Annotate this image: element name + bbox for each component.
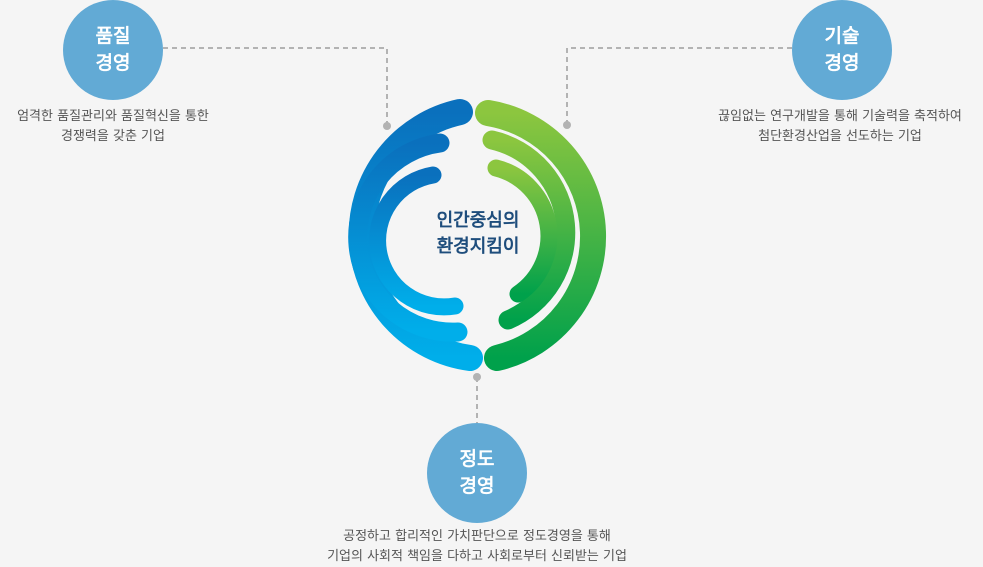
center-line2: 환경지킴이: [436, 236, 520, 257]
desc-line: 첨단환경산업을 선도하는 기업: [758, 129, 922, 144]
center-line1: 인간중심의: [436, 210, 520, 231]
quality-desc: 엄격한 품질관리와 품질혁신을 통한 경쟁력을 갖춘 기업: [0, 107, 226, 147]
technology-desc: 끊임없는 연구개발을 통해 기술력을 축적하여 첨단환경산업을 선도하는 기업: [690, 107, 983, 147]
desc-line: 끊임없는 연구개발을 통해 기술력을 축적하여: [718, 109, 962, 124]
desc-line: 엄격한 품질관리와 품질혁신을 통한: [17, 109, 209, 124]
connector-dots: [383, 121, 571, 381]
ethics-desc: 공정하고 합리적인 가치판단으로 정도경영을 통해 기업의 사회적 책임을 다하…: [277, 527, 677, 567]
badge-title: 경영: [95, 52, 131, 74]
desc-line: 경쟁력을 갖춘 기업: [61, 129, 165, 144]
blue-arcs: [348, 99, 483, 371]
badge-title: 품질: [95, 25, 131, 47]
technology-badge: 기술 경영: [792, 0, 892, 100]
badge-title: 정도: [459, 448, 495, 470]
connector-lines: [163, 47, 792, 423]
badge-title: 경영: [459, 475, 495, 497]
center-slogan: 인간중심의 환경지킴이: [398, 208, 558, 260]
desc-line: 기업의 사회적 책임을 다하고 사회로부터 신뢰받는 기업: [327, 549, 627, 564]
quality-badge: 품질 경영: [63, 0, 163, 100]
ethics-badge: 정도 경영: [427, 423, 527, 523]
green-arcs: [475, 100, 607, 371]
badge-title: 기술: [824, 25, 860, 47]
desc-line: 공정하고 합리적인 가치판단으로 정도경영을 통해: [343, 529, 611, 544]
badge-title: 경영: [824, 52, 860, 74]
